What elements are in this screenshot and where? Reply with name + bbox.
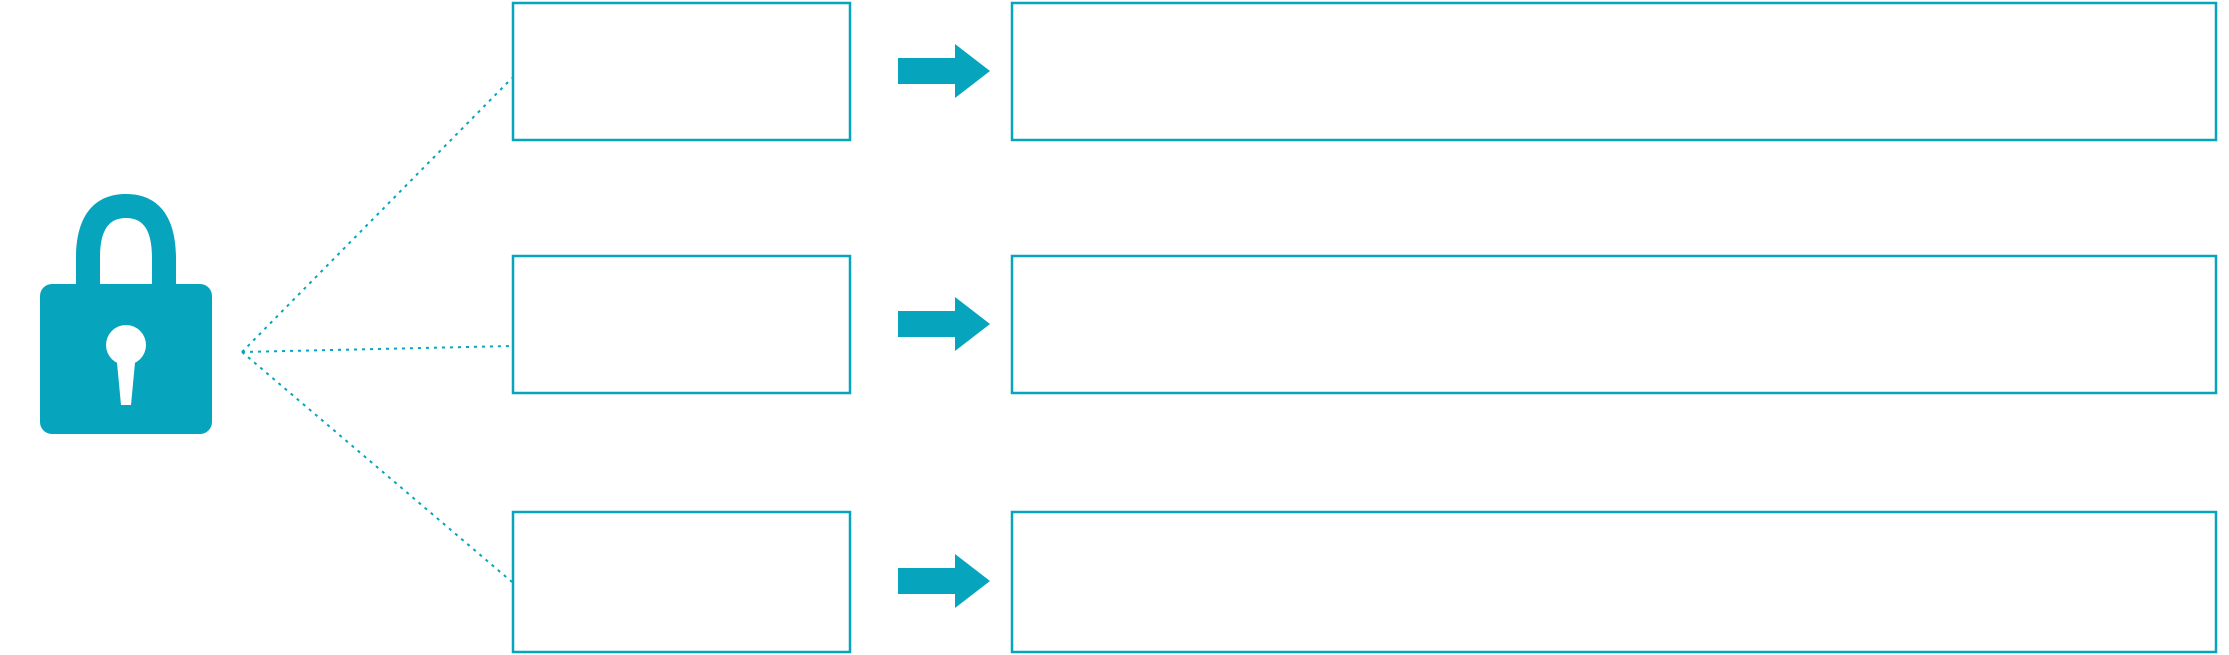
right-arrow-icon-2 (898, 297, 990, 351)
effect-box-3-label (1012, 512, 2216, 652)
cause-box-2 (511, 254, 852, 395)
right-arrow-icon-3 (898, 554, 990, 608)
padlock-label (40, 440, 212, 480)
effect-box-3 (1010, 510, 2218, 654)
effect-box-2 (1010, 254, 2218, 395)
cause-box-1 (511, 1, 852, 142)
cause-box-3-label (513, 512, 850, 652)
effect-box-2-label (1012, 256, 2216, 393)
connector-row-3 (241, 351, 513, 583)
cause-box-1-label (513, 3, 850, 140)
padlock-icon (40, 194, 212, 434)
cause-box-3 (511, 510, 852, 654)
right-arrow-icon-1 (898, 44, 990, 98)
effect-box-1 (1010, 1, 2218, 142)
cause-box-2-label (513, 256, 850, 393)
effect-box-1-label (1012, 3, 2216, 140)
connector-group (241, 77, 513, 583)
connector-row-1 (241, 77, 513, 353)
connector-row-2 (241, 345, 513, 353)
